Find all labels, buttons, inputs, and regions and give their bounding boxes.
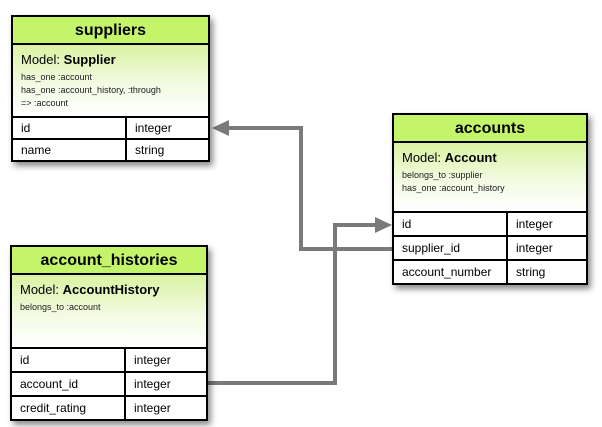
association-line: has_one :account_history, :through bbox=[21, 85, 161, 95]
model-name: Supplier bbox=[63, 52, 116, 67]
table-row: supplier_id integer bbox=[394, 235, 586, 259]
table-title: suppliers bbox=[13, 17, 208, 45]
association-line: belongs_to :account bbox=[20, 302, 101, 312]
table-row: id integer bbox=[12, 347, 206, 371]
arrowhead-left-icon bbox=[212, 120, 229, 136]
model-label: Model: bbox=[402, 150, 442, 165]
model-line: Model: AccountHistory bbox=[20, 282, 198, 298]
field-type: integer bbox=[134, 353, 171, 367]
field-type: string bbox=[135, 143, 165, 157]
field-type: string bbox=[516, 265, 546, 279]
association-line: belongs_to :supplier bbox=[402, 170, 483, 180]
connector-accounts-to-suppliers bbox=[227, 126, 392, 251]
connector-histories-to-accounts bbox=[206, 223, 377, 385]
association-line: has_one :account_history bbox=[402, 183, 505, 193]
table-row: credit_rating integer bbox=[12, 395, 206, 419]
field-name: account_id bbox=[12, 373, 126, 395]
field-name: name bbox=[13, 140, 127, 160]
field-name: credit_rating bbox=[12, 397, 126, 419]
field-type: integer bbox=[134, 377, 171, 391]
model-line: Model: Supplier bbox=[21, 52, 200, 68]
model-label: Model: bbox=[20, 282, 60, 297]
model-name: AccountHistory bbox=[62, 282, 160, 297]
arrowhead-right-icon bbox=[375, 217, 392, 233]
table-suppliers: suppliers Model: Supplier has_one :accou… bbox=[11, 15, 210, 162]
field-name: id bbox=[12, 349, 126, 371]
model-section: Model: Supplier has_one :account has_one… bbox=[13, 45, 208, 116]
model-line: Model: Account bbox=[402, 150, 578, 166]
field-type: integer bbox=[516, 241, 553, 255]
field-type: integer bbox=[516, 217, 553, 231]
table-row: account_number string bbox=[394, 259, 586, 283]
table-row: id integer bbox=[13, 116, 208, 138]
field-name: account_number bbox=[394, 261, 508, 283]
field-type: integer bbox=[134, 401, 171, 415]
model-label: Model: bbox=[21, 52, 61, 67]
model-section: Model: Account belongs_to :supplier has_… bbox=[394, 143, 586, 211]
table-row: id integer bbox=[394, 211, 586, 235]
table-row: name string bbox=[13, 138, 208, 160]
association-line: has_one :account bbox=[21, 72, 93, 82]
field-type: integer bbox=[135, 121, 172, 135]
table-title: accounts bbox=[394, 115, 586, 143]
model-name: Account bbox=[444, 150, 497, 165]
field-name: supplier_id bbox=[394, 237, 508, 259]
table-accounts: accounts Model: Account belongs_to :supp… bbox=[392, 113, 588, 285]
field-name: id bbox=[394, 213, 508, 235]
table-title: account_histories bbox=[12, 247, 206, 275]
association-line: => :account bbox=[21, 98, 69, 108]
table-row: account_id integer bbox=[12, 371, 206, 395]
table-account-histories: account_histories Model: AccountHistory … bbox=[10, 245, 208, 421]
field-name: id bbox=[13, 118, 127, 138]
model-section: Model: AccountHistory belongs_to :accoun… bbox=[12, 275, 206, 347]
